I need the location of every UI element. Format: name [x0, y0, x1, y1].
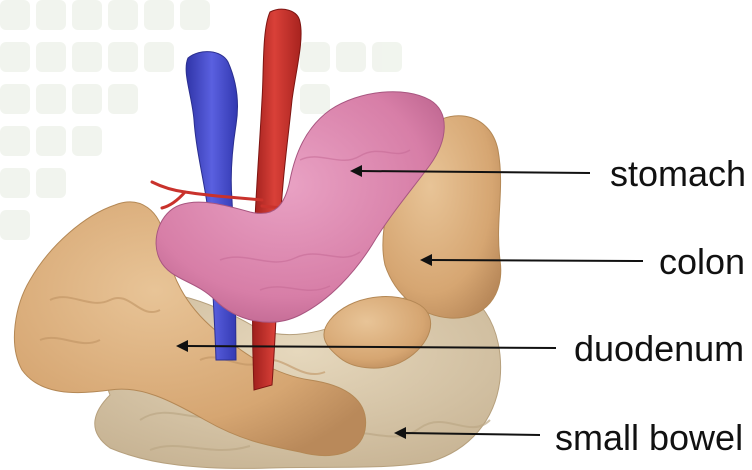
colon-label: colon: [659, 244, 745, 280]
small-bowel-label: small bowel: [555, 420, 743, 456]
colon-leader-line: [430, 260, 643, 261]
duodenum-label: duodenum: [574, 331, 744, 367]
stomach-label: stomach: [610, 156, 746, 192]
